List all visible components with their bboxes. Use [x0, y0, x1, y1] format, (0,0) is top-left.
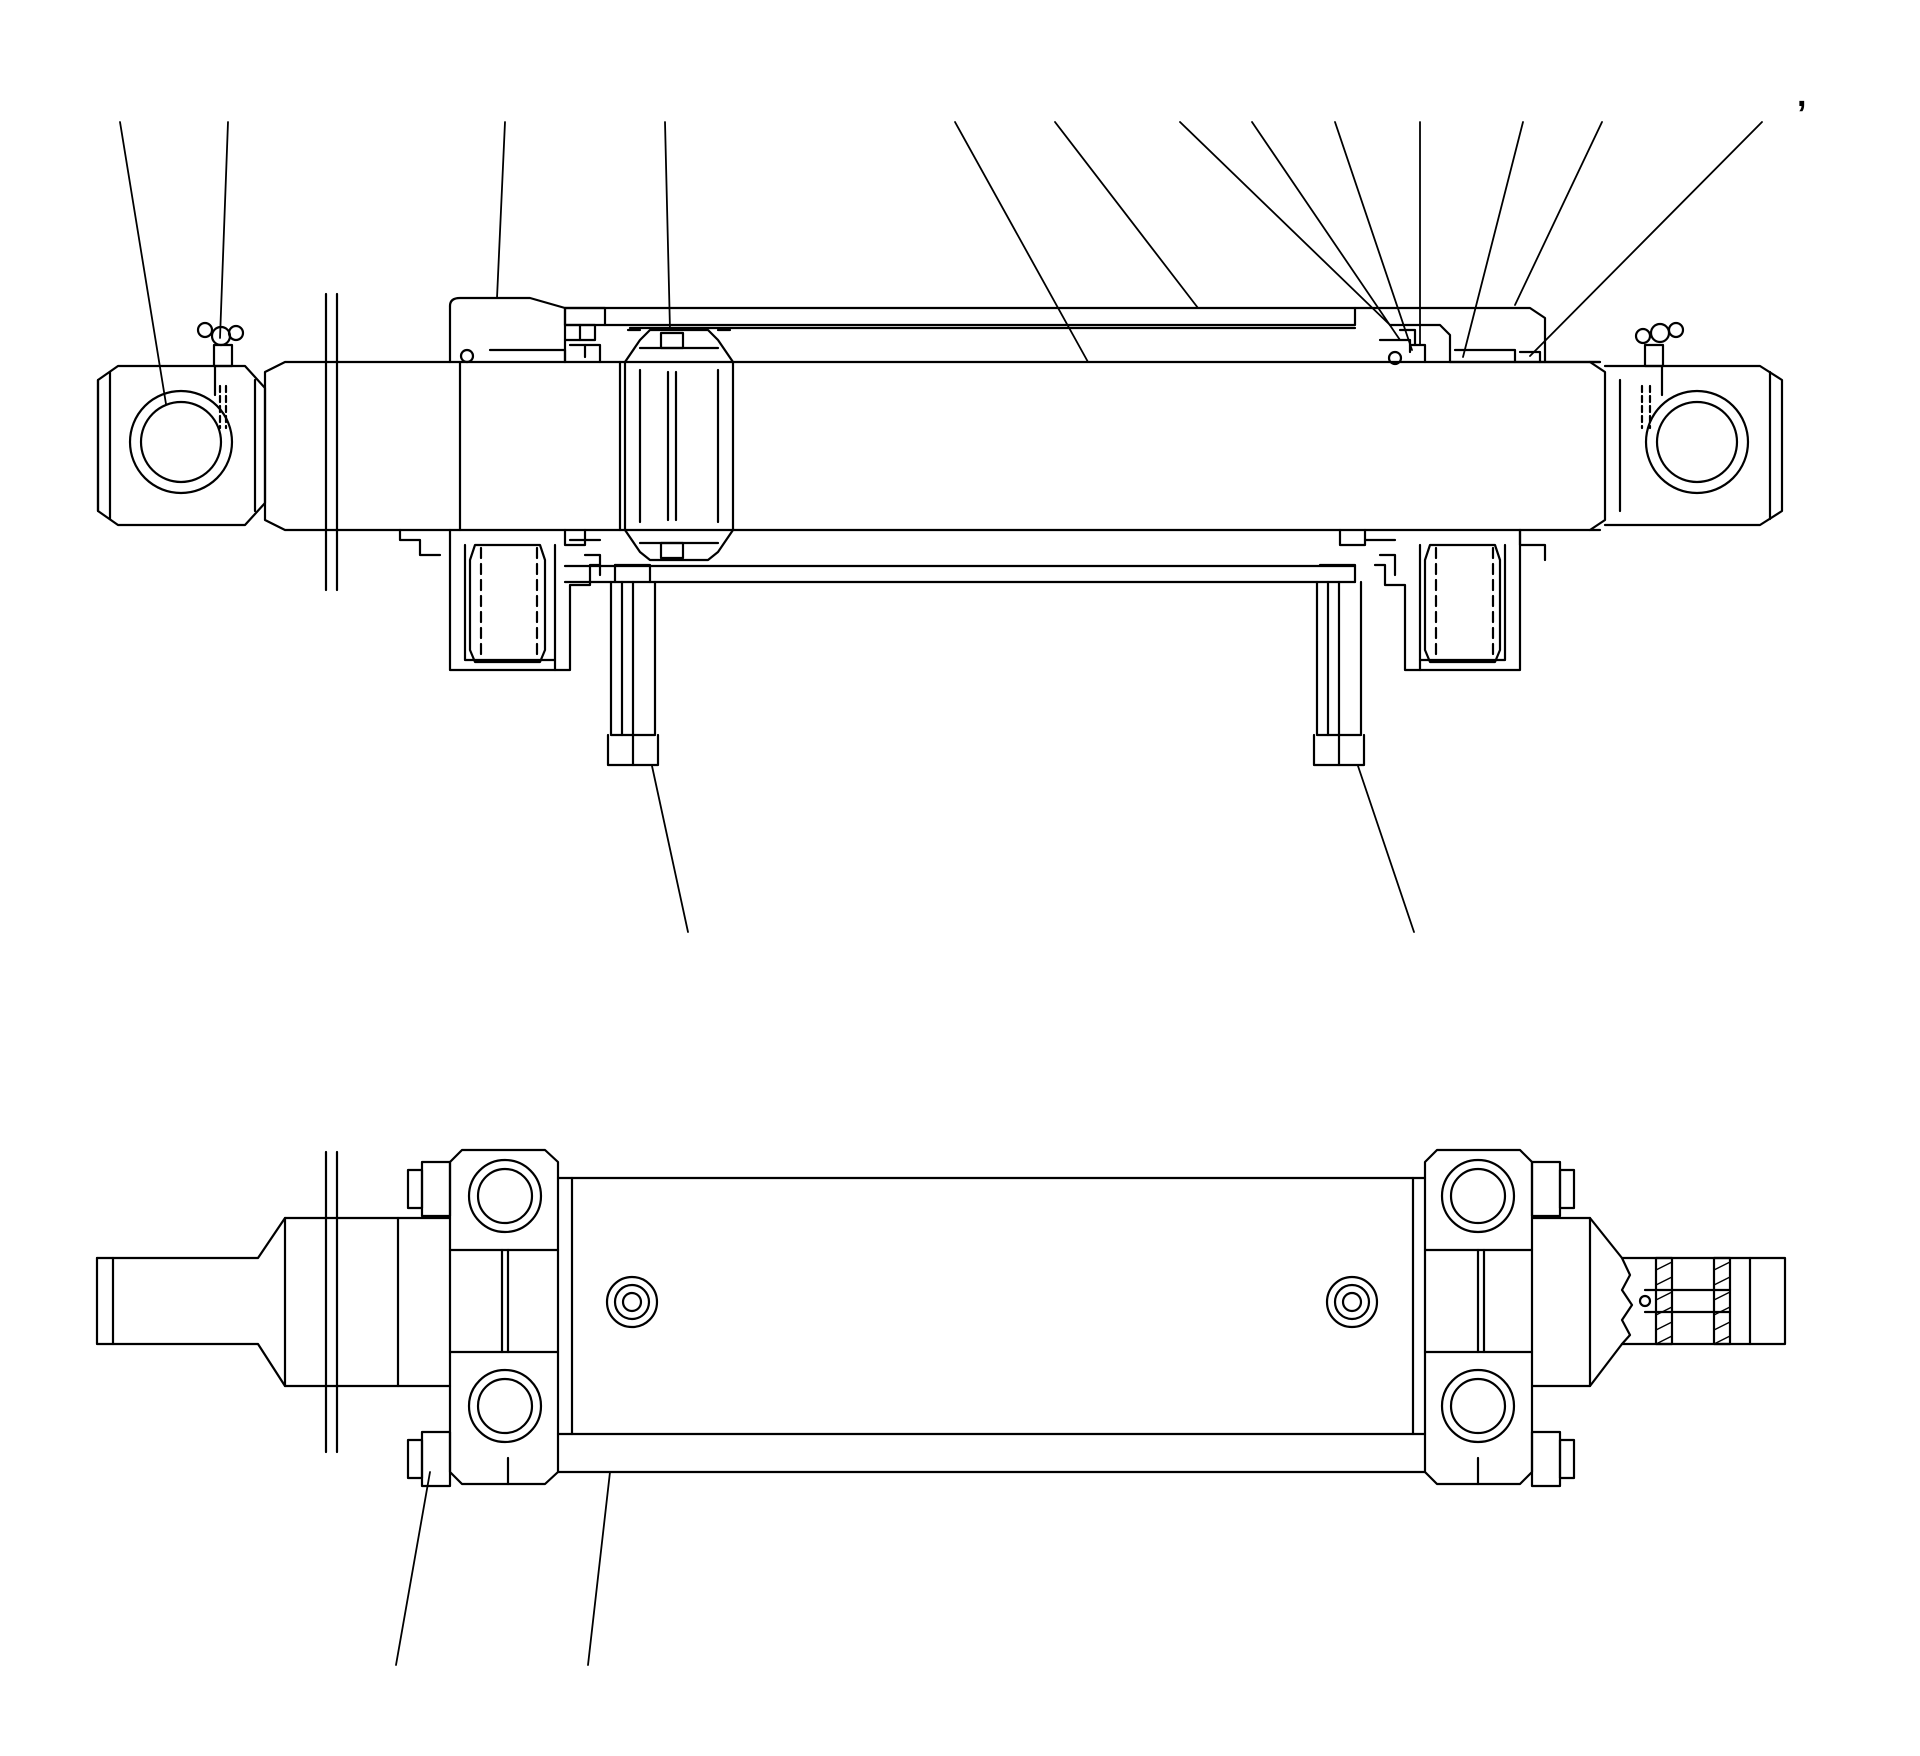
- break-lines-top: [324, 292, 339, 592]
- break-lines-bottom: [324, 1150, 339, 1454]
- right-rod-end: [1588, 360, 1784, 532]
- leader-lines-top: [119, 121, 1763, 933]
- right-rod-end-exterior: [1530, 1216, 1787, 1388]
- leader-lines-bottom: [395, 1471, 611, 1666]
- right-end-block: [1423, 1148, 1534, 1486]
- right-head-gland: [1338, 306, 1602, 577]
- right-grease-nipple: [1634, 321, 1685, 397]
- stray-comma-mark: ,: [1797, 76, 1807, 114]
- left-clevis-eye: [96, 364, 267, 527]
- left-nuts: [406, 1160, 452, 1488]
- exterior-tube: [556, 1176, 1427, 1474]
- left-rod-stub: [95, 1216, 452, 1388]
- right-trunnion: [1373, 528, 1522, 672]
- left-grease-nipple: [196, 321, 245, 397]
- left-end-block: [448, 1148, 560, 1486]
- left-head-gland: [398, 296, 607, 577]
- right-port-fitting: [1312, 563, 1366, 767]
- left-trunnion: [448, 528, 602, 672]
- right-nuts: [1530, 1160, 1576, 1488]
- piston-rod: [458, 360, 1602, 532]
- piston: [618, 328, 735, 562]
- cylinder-tube: [563, 306, 1357, 584]
- left-port-fitting: [606, 563, 660, 767]
- port-bosses: [605, 1275, 1379, 1329]
- exterior-view: [95, 1148, 1787, 1666]
- rod-left: [263, 360, 462, 532]
- section-view: [96, 121, 1784, 933]
